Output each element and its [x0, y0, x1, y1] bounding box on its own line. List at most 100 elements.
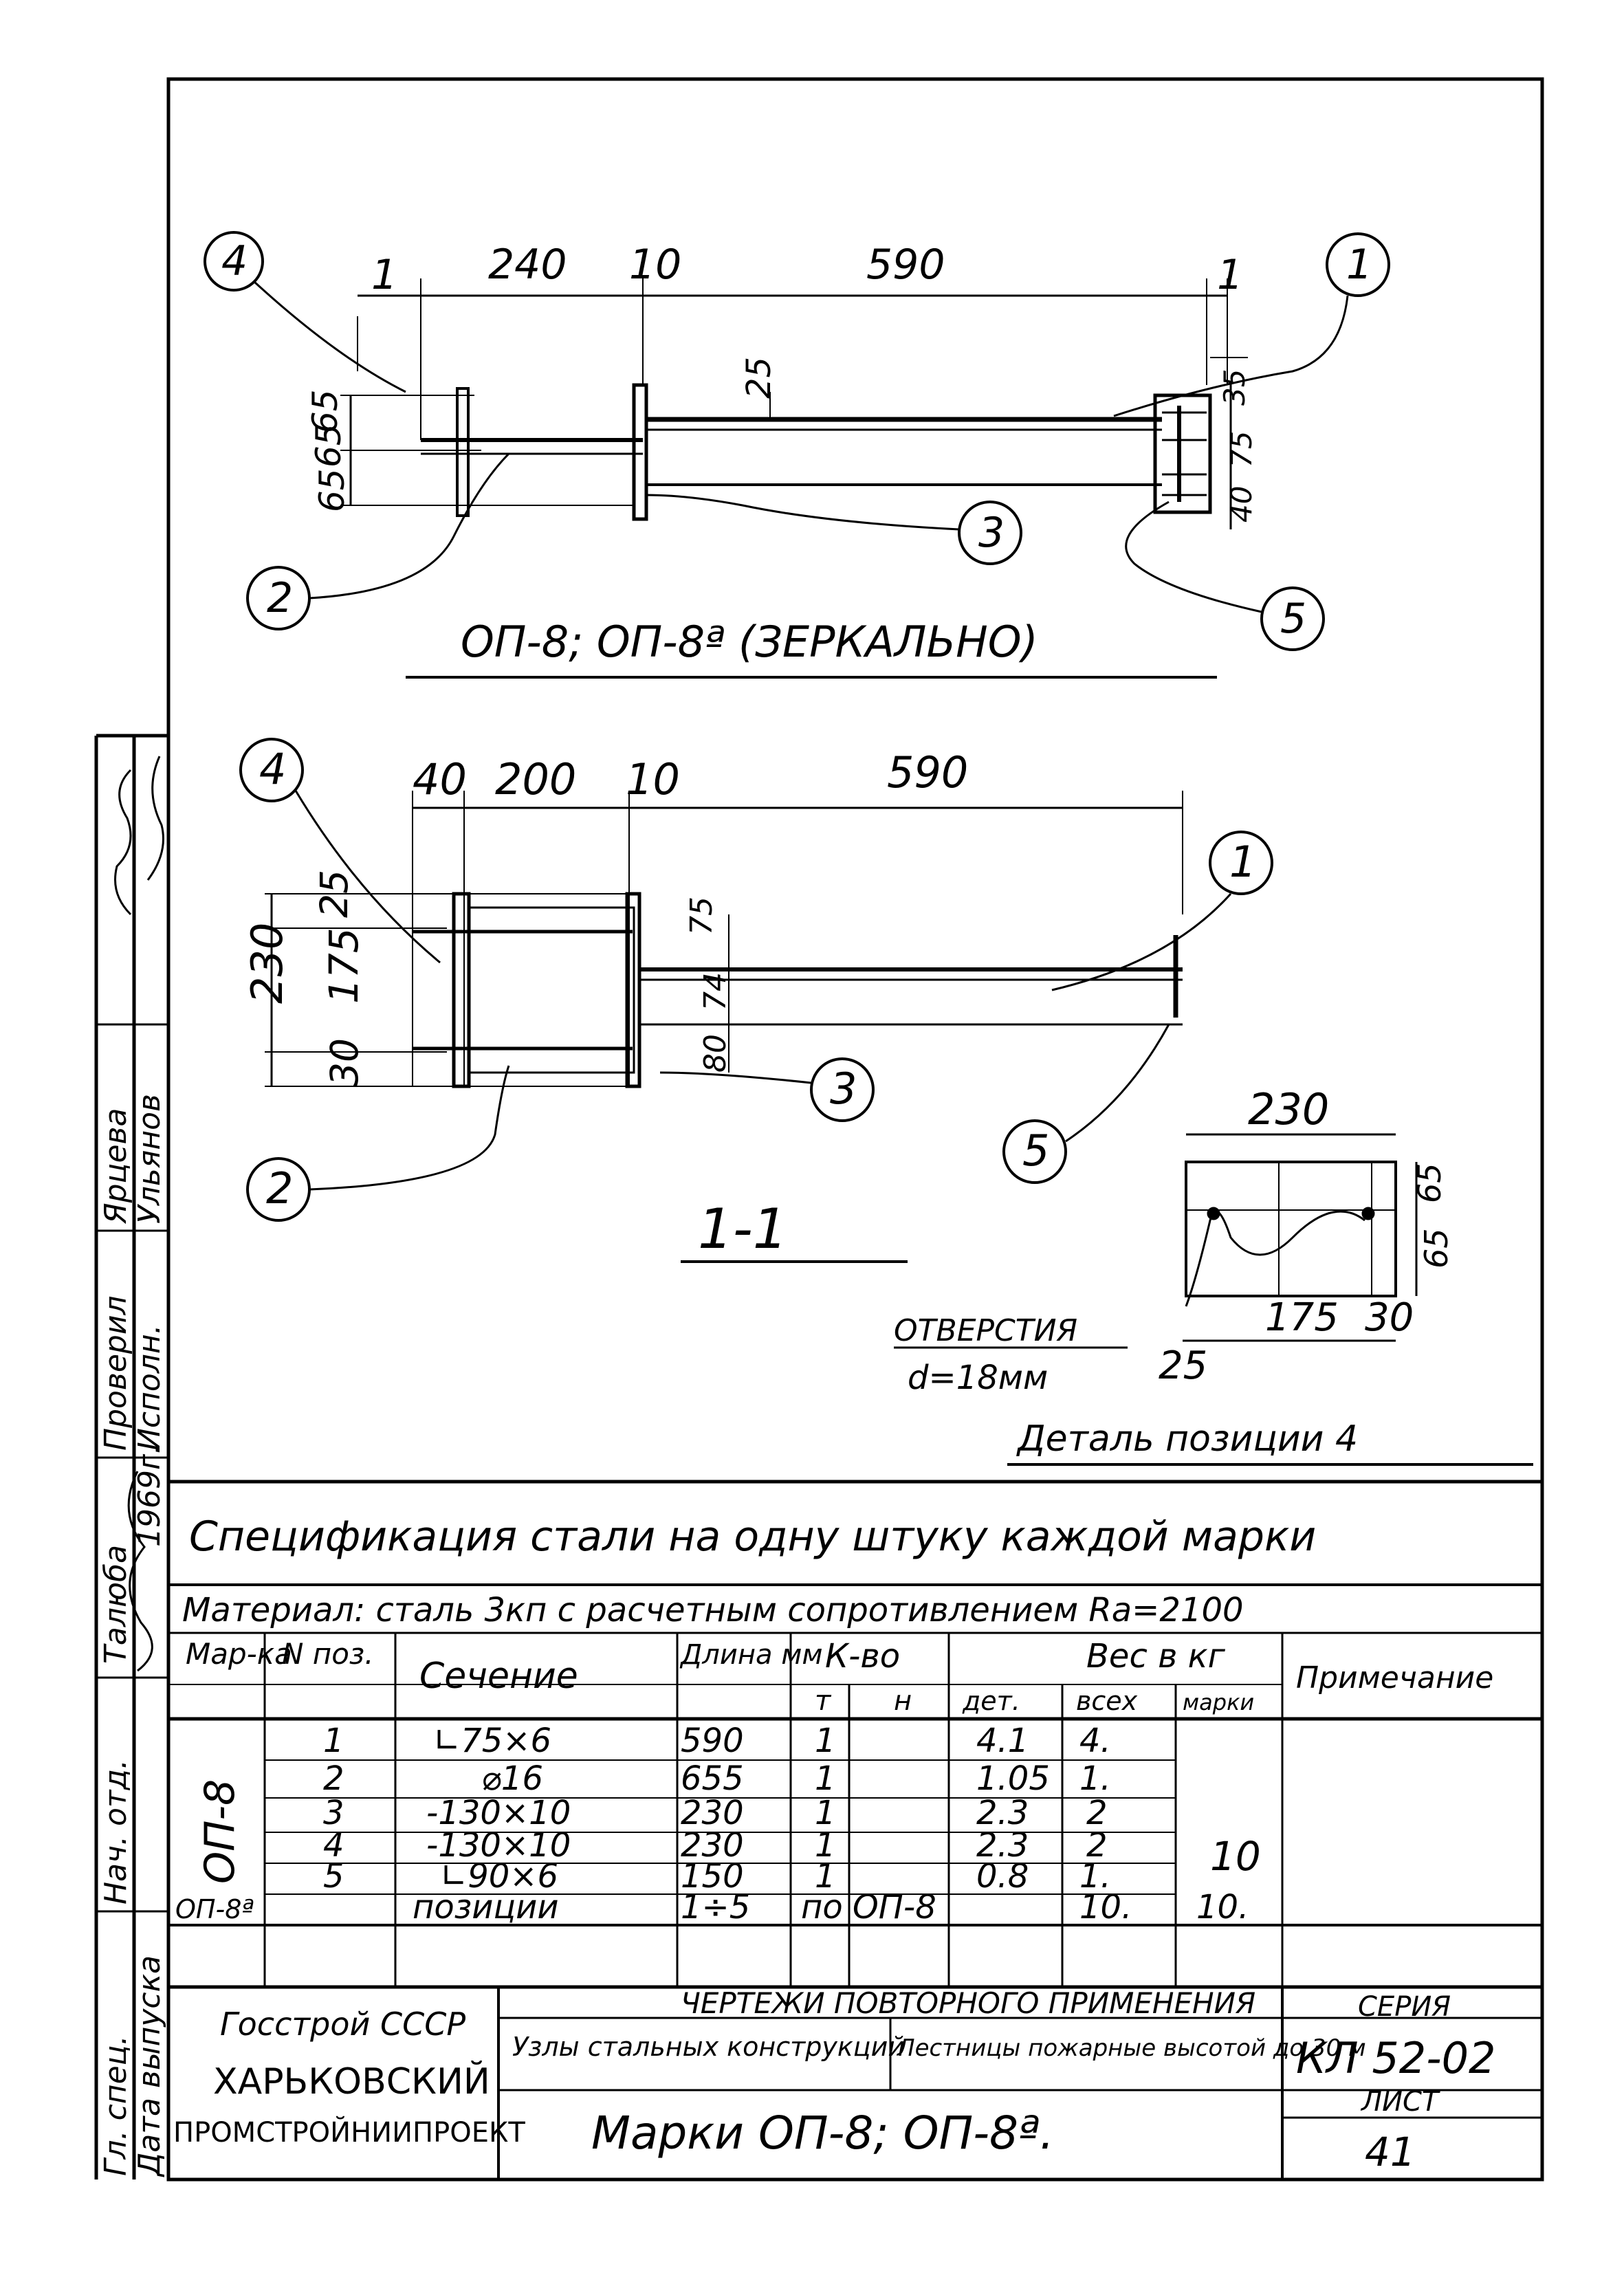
stamp-role-3: Нач. отд. [98, 1759, 133, 1904]
col-qty: К-во [825, 1637, 900, 1676]
row-length: 1÷5 [681, 1888, 750, 1926]
dim-65-a: 65 [305, 389, 345, 433]
col-w-mark: марки [1183, 1689, 1254, 1715]
table-row: 5 ∟90×6 150 1 0.8 1. [323, 1857, 1111, 1896]
dim-74: 74 [698, 972, 733, 1011]
stamp-name-1: Талюба [98, 1545, 133, 1664]
detail-title: Деталь позиции 4 [1016, 1418, 1358, 1460]
dim-590: 590 [866, 241, 945, 289]
col-section: Сечение [419, 1656, 578, 1697]
row-section: ⌀16 [481, 1759, 543, 1798]
row-qty: 1 [815, 1794, 836, 1832]
callout-2: 2 [266, 1163, 293, 1214]
col-qty-t: т [815, 1685, 832, 1717]
mark-op8: ОП-8 [196, 1779, 244, 1884]
holes-size: d=18мм [908, 1359, 1048, 1397]
drawing1-title: ОП-8; ОП-8ª (ЗЕРКАЛЬНО) [461, 617, 1038, 667]
dim-175: 175 [320, 927, 367, 1004]
drawing-op8-plan [204, 231, 1390, 679]
drawing1-labels: 1 240 10 590 1 25 65 65 65 35 75 40 4 1 … [221, 237, 1372, 667]
row-qty: 1 [815, 1759, 836, 1798]
dim-240: 240 [488, 241, 567, 289]
row-section: -130×10 [426, 1794, 571, 1832]
section-title: 1-1 [698, 1197, 788, 1261]
detail-dim-230: 230 [1248, 1084, 1329, 1134]
row-section: -130×10 [426, 1826, 571, 1865]
dim-40: 40 [1225, 486, 1258, 523]
callout-4: 4 [221, 237, 248, 285]
dim-40: 40 [413, 754, 467, 804]
callout-1: 1 [1346, 241, 1372, 289]
row-pos: 2 [323, 1759, 344, 1798]
dim-10: 10 [626, 754, 680, 804]
detail-pos4 [894, 1133, 1533, 1466]
row-pos: 3 [323, 1794, 344, 1832]
holes-label: ОТВЕРСТИЯ [894, 1313, 1077, 1348]
row-det: 1.05 [976, 1759, 1050, 1798]
col-pos: N поз. [282, 1637, 374, 1671]
detail-labels: 230 65 65 175 30 25 ОТВЕРСТИЯ d=18мм Дет… [894, 1084, 1455, 1460]
subtitle-2: Лестницы пожарные высотой до 30 м [896, 2034, 1366, 2062]
row-qty: 1 [815, 1722, 836, 1760]
col-mark: Мар-ка [186, 1637, 292, 1671]
dim-590: 590 [887, 747, 968, 798]
row-pos: 4 [323, 1826, 344, 1865]
row-all: 1. [1079, 1759, 1111, 1798]
col-w-all: всех [1076, 1686, 1138, 1716]
row-ref: ОП-8 [853, 1888, 936, 1926]
row-all: 2 [1086, 1794, 1108, 1832]
row-length: 590 [681, 1722, 744, 1760]
dim-200: 200 [495, 754, 576, 804]
row-section: ∟75×6 [433, 1722, 551, 1760]
org-line-3: ПРОМСТРОЙНИИПРОЕКТ [173, 2116, 525, 2149]
table-row: 2 ⌀16 655 1 1.05 1. [323, 1759, 1111, 1798]
dim-25: 25 [740, 357, 778, 399]
row-det: 2.3 [976, 1794, 1029, 1832]
org-line-1: Госстрой СССР [220, 2006, 465, 2043]
row-pos: 1 [323, 1722, 344, 1760]
dim-30: 30 [322, 1038, 366, 1086]
subtitle-1: Узлы стальных конструкций [512, 2032, 905, 2062]
row-det: 4.1 [976, 1722, 1029, 1760]
stamp-year: 1969г. [132, 1445, 167, 1547]
dim-25: 25 [312, 870, 356, 918]
spec-material: Материал: сталь 3кп с расчетным сопротив… [182, 1591, 1244, 1629]
row-all: 4. [1079, 1722, 1111, 1760]
dim-1-right: 1 [1217, 251, 1243, 299]
row-pos: 5 [323, 1857, 344, 1896]
col-length: Длина мм [679, 1639, 823, 1671]
table-row-op8a: ОП-8ª позиции 1÷5 по ОП-8 10. 10. [175, 1888, 1249, 1926]
detail-dim-65-b: 65 [1418, 1228, 1455, 1269]
row-length: 150 [681, 1857, 744, 1896]
dim-80: 80 [698, 1034, 733, 1073]
dim-35: 35 [1218, 369, 1251, 406]
col-weight: Вес в кг [1086, 1637, 1226, 1676]
row-det: 2.3 [976, 1826, 1029, 1865]
sheet-frame [166, 77, 1544, 2182]
detail-dim-25: 25 [1159, 1343, 1207, 1388]
dim-65-c: 65 [312, 468, 352, 512]
dim-10: 10 [629, 241, 681, 289]
row-qty: 1 [815, 1826, 836, 1865]
callout-4: 4 [259, 744, 286, 794]
title-block-grid [497, 1987, 1542, 2179]
row-all: 1. [1079, 1857, 1111, 1896]
row-all: 2 [1086, 1826, 1108, 1865]
series-label: СЕРИЯ [1358, 1991, 1451, 2023]
series-code: КЛ 52-02 [1296, 2033, 1496, 2083]
sheet-label: ЛИСТ [1360, 2086, 1441, 2118]
col-w-det: дет. [962, 1686, 1020, 1716]
callout-3: 3 [830, 1064, 857, 1114]
callout-2: 2 [267, 574, 293, 622]
stamp-role-2: Дата выпуска [132, 1955, 167, 2177]
detail-dim-65-a: 65 [1411, 1163, 1448, 1203]
col-note: Примечание [1296, 1660, 1493, 1695]
row-mark-weight: 10. [1196, 1888, 1249, 1926]
stamp-role-1: Гл. спец. [98, 2035, 133, 2176]
table-row: 3 -130×10 230 1 2.3 2 [323, 1794, 1108, 1832]
drawing-section-1-1 [239, 738, 1273, 1263]
spec-heading: Спецификация стали на одну штуку каждой … [189, 1513, 1316, 1561]
detail-dim-175: 175 [1265, 1295, 1339, 1340]
series-head: ЧЕРТЕЖИ ПОВТОРНОГО ПРИМЕНЕНИЯ [681, 1986, 1255, 2020]
marks-title: Марки ОП-8; ОП-8ª. [591, 2107, 1054, 2160]
